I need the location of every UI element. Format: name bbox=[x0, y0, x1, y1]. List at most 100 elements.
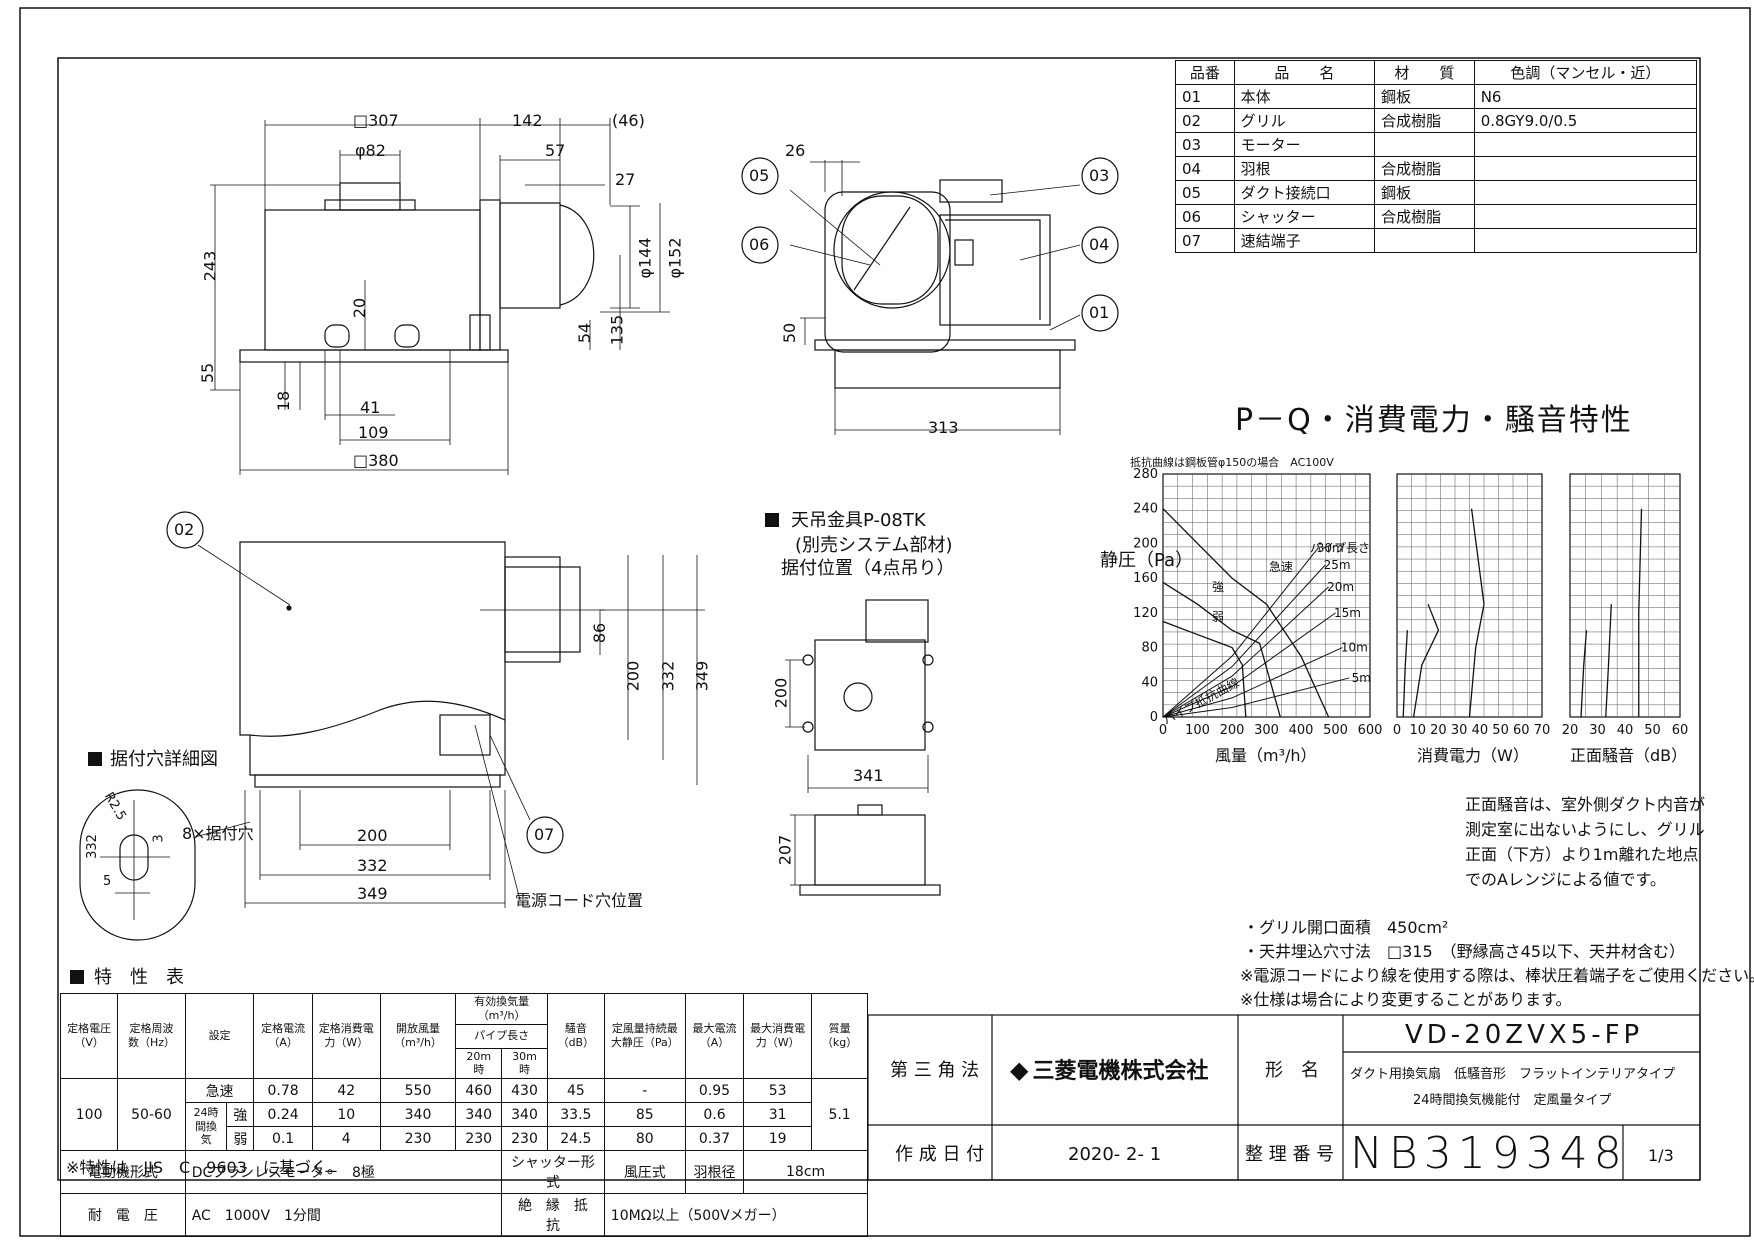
chart-xtick: 40 bbox=[1617, 723, 1634, 738]
chart-title: P－Q・消費電力・騒音特性 bbox=[1235, 403, 1633, 438]
spec-cell: 31 bbox=[743, 1102, 813, 1127]
chart-series-line bbox=[1402, 630, 1409, 718]
dim-142: 142 bbox=[512, 111, 543, 130]
spec-volt-test: AC 1000V 1分間 bbox=[184, 1193, 503, 1237]
callout-03: 03 bbox=[1089, 166, 1110, 185]
spec-h-maxa: 最大電流（A） bbox=[684, 993, 745, 1079]
chart-xtick: 300 bbox=[1254, 723, 1279, 738]
spec-h-open: 開放風量（m³/h） bbox=[379, 993, 457, 1079]
dim-26: 26 bbox=[785, 141, 806, 160]
dim-18: 18 bbox=[274, 390, 294, 412]
spec-cell: 45 bbox=[546, 1078, 605, 1103]
chart-xtick: 60 bbox=[1672, 723, 1689, 738]
note-3: 正面（下方）より1m離れた地点 bbox=[1465, 845, 1699, 864]
chart-ytick: 80 bbox=[1141, 641, 1158, 656]
spec-cell: 230 bbox=[501, 1126, 548, 1151]
parts-cell: 速結端子 bbox=[1233, 228, 1376, 253]
parts-cell: 05 bbox=[1175, 180, 1235, 205]
spec-title: 特 性 表 bbox=[70, 969, 184, 987]
title-company-text: 三菱電機株式会社 bbox=[1032, 1059, 1209, 1084]
dim-sq380: □380 bbox=[353, 451, 399, 470]
chart-xtick: 20 bbox=[1430, 723, 1447, 738]
spec-cell: 50-60 bbox=[117, 1078, 186, 1151]
dim-86: 86 bbox=[590, 622, 610, 644]
hanger-dim-200: 200 bbox=[771, 677, 791, 709]
spec-h-pipe: パイプ長さ bbox=[455, 1023, 548, 1049]
spec-h-set: 設定 bbox=[184, 993, 255, 1079]
spec-cell: 460 bbox=[455, 1078, 503, 1103]
hanger-line2: (別売システム部材) bbox=[795, 535, 953, 556]
chart-ytick: 40 bbox=[1141, 675, 1158, 690]
parts-cell: 04 bbox=[1175, 156, 1235, 181]
detail-332: 332 bbox=[84, 834, 100, 859]
parts-cell: 07 bbox=[1175, 228, 1235, 253]
chart-xtick: 10 bbox=[1409, 723, 1426, 738]
chart-series-line bbox=[1162, 508, 1330, 718]
chart2-xlabel: 消費電力（W） bbox=[1417, 746, 1529, 765]
spec-table: 定格電圧（V） 定格周波数（Hz） 設定 定格電流（A） 定格消費電力（W） 開… bbox=[59, 993, 869, 1237]
title-form-label: 形 名 bbox=[1265, 1060, 1319, 1081]
spec-cell: 230 bbox=[379, 1126, 457, 1151]
spec-motor: DCブラシレスモーター 8極 bbox=[184, 1150, 503, 1194]
parts-cell: 0.8GY9.0/0.5 bbox=[1473, 108, 1698, 133]
parts-cell: 合成樹脂 bbox=[1374, 156, 1475, 181]
chart-xtick: 0 bbox=[1393, 723, 1401, 738]
spec-cell: 430 bbox=[501, 1078, 548, 1103]
chart-resistance-label: 30m bbox=[1317, 541, 1344, 555]
chart-xtick: 0 bbox=[1159, 723, 1167, 738]
hanger-title-text: 天吊金具P-08TK bbox=[791, 510, 926, 531]
chart-series-line bbox=[1580, 630, 1588, 718]
chart-ytick: 120 bbox=[1133, 606, 1158, 621]
mitsubishi-logo-icon: ◆ bbox=[1010, 1056, 1029, 1084]
parts-cell: 02 bbox=[1175, 108, 1235, 133]
spec-h-watt: 定格消費電力（W） bbox=[311, 993, 381, 1079]
spec-ins: 10MΩ以上（500Vメガー） bbox=[603, 1193, 869, 1237]
chart-ytick: 280 bbox=[1133, 467, 1158, 482]
spec-cell: 24時間換気 bbox=[184, 1102, 228, 1151]
chart-series-line bbox=[1412, 603, 1440, 718]
parts-header-cell: 材 質 bbox=[1374, 60, 1475, 85]
hanger-title-marker bbox=[765, 513, 779, 527]
detail-title-text: 据付穴詳細図 bbox=[110, 749, 218, 770]
spec-blade-label: 羽根径 bbox=[684, 1150, 745, 1194]
title-model: VD-20ZVX5-FP bbox=[1405, 1020, 1644, 1050]
parts-cell bbox=[1473, 204, 1698, 229]
callout-01: 01 bbox=[1089, 303, 1110, 322]
chart-resistance-label: 10m bbox=[1341, 641, 1368, 655]
parts-cell: 合成樹脂 bbox=[1374, 204, 1475, 229]
parts-cell bbox=[1473, 180, 1698, 205]
parts-cell: 06 bbox=[1175, 204, 1235, 229]
spec-shutter: 風圧式 bbox=[603, 1150, 686, 1194]
spec-cell: 340 bbox=[379, 1102, 457, 1127]
spec-h-freq: 定格周波数（Hz） bbox=[117, 993, 186, 1079]
callout-07: 07 bbox=[534, 825, 555, 844]
chart-resistance-label: 15m bbox=[1334, 606, 1361, 620]
detail-5: 5 bbox=[103, 874, 112, 889]
spec-cell: 24.5 bbox=[546, 1126, 605, 1151]
spec-cell: 53 bbox=[743, 1078, 813, 1103]
spec-h-volt: 定格電圧（V） bbox=[59, 993, 119, 1079]
dim-41: 41 bbox=[360, 398, 381, 417]
dim-phi152: φ152 bbox=[665, 237, 685, 279]
chart-xtick: 40 bbox=[1472, 723, 1489, 738]
dim-349: 349 bbox=[357, 884, 388, 903]
chart1-xlabel: 風量（m³/h） bbox=[1215, 746, 1317, 765]
chart-pipe-curve-label: パイプ抵抗曲線 bbox=[1160, 675, 1241, 728]
chart-xtick: 70 bbox=[1534, 723, 1551, 738]
chart-series-line bbox=[1605, 604, 1612, 718]
dim-46: (46) bbox=[612, 111, 645, 130]
spec-cell: 0.6 bbox=[684, 1102, 745, 1127]
dim-135: 135 bbox=[607, 314, 627, 346]
chart-xtick: 30 bbox=[1589, 723, 1606, 738]
dim-313: 313 bbox=[928, 418, 959, 437]
chart-xtick: 500 bbox=[1323, 723, 1348, 738]
parts-cell: 合成樹脂 bbox=[1374, 108, 1475, 133]
